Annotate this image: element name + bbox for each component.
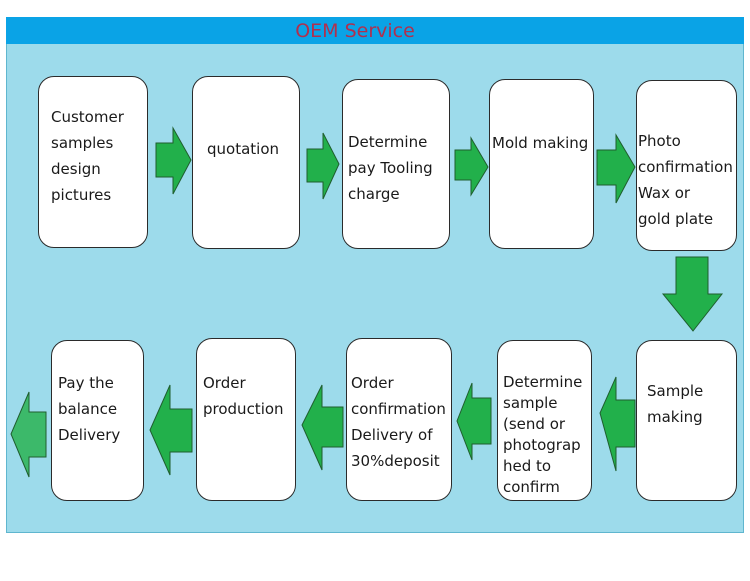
- step-box-7: Determine sample (send or photograp hed …: [497, 340, 592, 501]
- step-label-1: Customer samples design pictures: [51, 108, 124, 204]
- arrow-left-8: [301, 384, 344, 471]
- step-box-2: quotation: [192, 76, 300, 249]
- diagram-title: OEM Service: [295, 20, 415, 42]
- step-label-2: quotation: [207, 140, 280, 158]
- arrow-left-7: [456, 382, 492, 461]
- step-box-10: Pay the balance Delivery: [51, 340, 144, 501]
- step-label-3: Determine pay Tooling charge: [348, 133, 433, 203]
- arrow-left-9: [149, 384, 193, 476]
- step-label-9: Order production: [203, 374, 284, 418]
- arrow-right-2: [306, 132, 340, 200]
- arrow-right-1: [155, 126, 192, 195]
- arrow-left-10: [10, 391, 47, 478]
- step-label-4: Mold making: [492, 134, 589, 152]
- arrow-down-5: [661, 256, 724, 332]
- step-box-4: Mold making: [489, 79, 594, 249]
- step-box-8: Order confirmation Delivery of 30%deposi…: [346, 338, 452, 501]
- step-box-3: Determine pay Tooling charge: [342, 79, 450, 249]
- header-bar: OEM Service: [6, 17, 744, 44]
- step-box-9: Order production: [196, 338, 296, 501]
- step-label-5: Photo confirmation Wax or gold plate: [638, 132, 733, 228]
- step-box-5: Photo confirmation Wax or gold plate: [636, 80, 737, 251]
- step-label-10: Pay the balance Delivery: [58, 374, 121, 444]
- step-box-6: Sample making: [636, 340, 737, 501]
- step-label-6: Sample making: [647, 382, 704, 426]
- arrow-right-3: [454, 136, 489, 197]
- step-label-7: Determine sample (send or photograp hed …: [503, 373, 583, 496]
- arrow-left-6: [599, 376, 636, 472]
- arrow-right-4: [596, 133, 636, 204]
- step-box-1: Customer samples design pictures: [38, 76, 148, 248]
- step-label-8: Order confirmation Delivery of 30%deposi…: [351, 374, 446, 470]
